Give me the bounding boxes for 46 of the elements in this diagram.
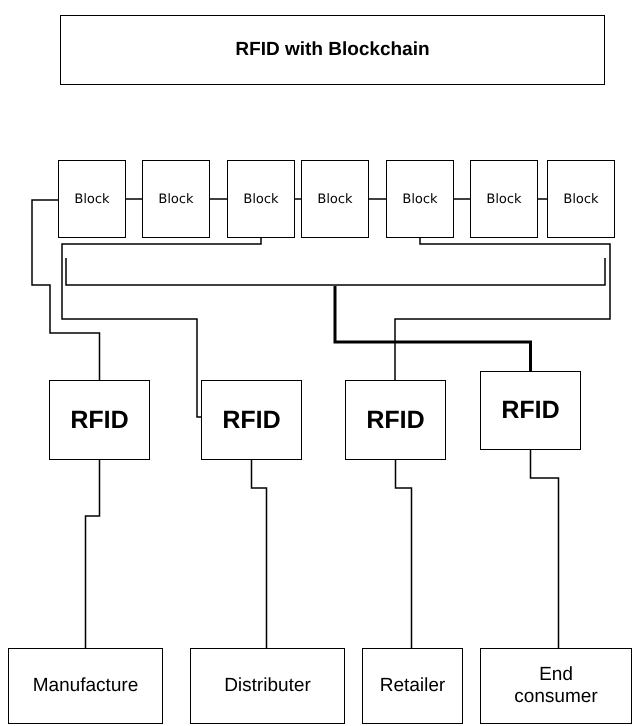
node-label: RFID: [222, 406, 281, 434]
block-box: [227, 160, 295, 238]
node-label: Retailer: [380, 675, 446, 697]
title-box: RFID with Blockchain: [60, 15, 605, 85]
block-label: Block: [158, 192, 194, 206]
node-label: Distributer: [224, 675, 311, 697]
connector-line: [394, 238, 611, 380]
connector-line: [369, 198, 386, 200]
block-label: Block: [402, 192, 438, 206]
connector-line: [84, 460, 100, 648]
node-label: Manufacture: [32, 675, 138, 697]
block-box: [547, 160, 615, 238]
block-label: Block: [74, 192, 110, 206]
connector-line: [210, 198, 227, 200]
block-box: [58, 160, 126, 238]
stakeholder-box: [480, 648, 632, 724]
block-label: Block: [486, 192, 522, 206]
connector-line: [334, 286, 532, 371]
connector-line: [394, 460, 412, 648]
bracket: [65, 257, 606, 286]
node-label: RFID: [366, 406, 425, 434]
rfid-box: [49, 380, 150, 460]
node-label: RFID: [501, 396, 560, 425]
rfid-box: [345, 380, 446, 460]
connector-line: [538, 198, 547, 200]
connector-line: [295, 198, 301, 200]
rfid-box: [480, 371, 581, 450]
block-box: [301, 160, 369, 238]
block-box: [470, 160, 538, 238]
connector-line: [31, 199, 100, 380]
node-label: End consumer: [513, 664, 599, 708]
connector-line: [126, 198, 142, 200]
block-label: Block: [317, 192, 353, 206]
connector-line: [454, 198, 470, 200]
connector-line: [61, 238, 262, 418]
block-label: Block: [243, 192, 279, 206]
node-label: RFID: [70, 406, 129, 434]
stakeholder-box: [190, 648, 345, 724]
connector-line: [530, 450, 560, 648]
stakeholder-box: [362, 648, 463, 724]
block-box: [386, 160, 454, 238]
block-box: [142, 160, 210, 238]
stakeholder-box: [8, 648, 163, 724]
connector-line: [250, 460, 268, 648]
rfid-box: [201, 380, 302, 460]
block-label: Block: [563, 192, 599, 206]
